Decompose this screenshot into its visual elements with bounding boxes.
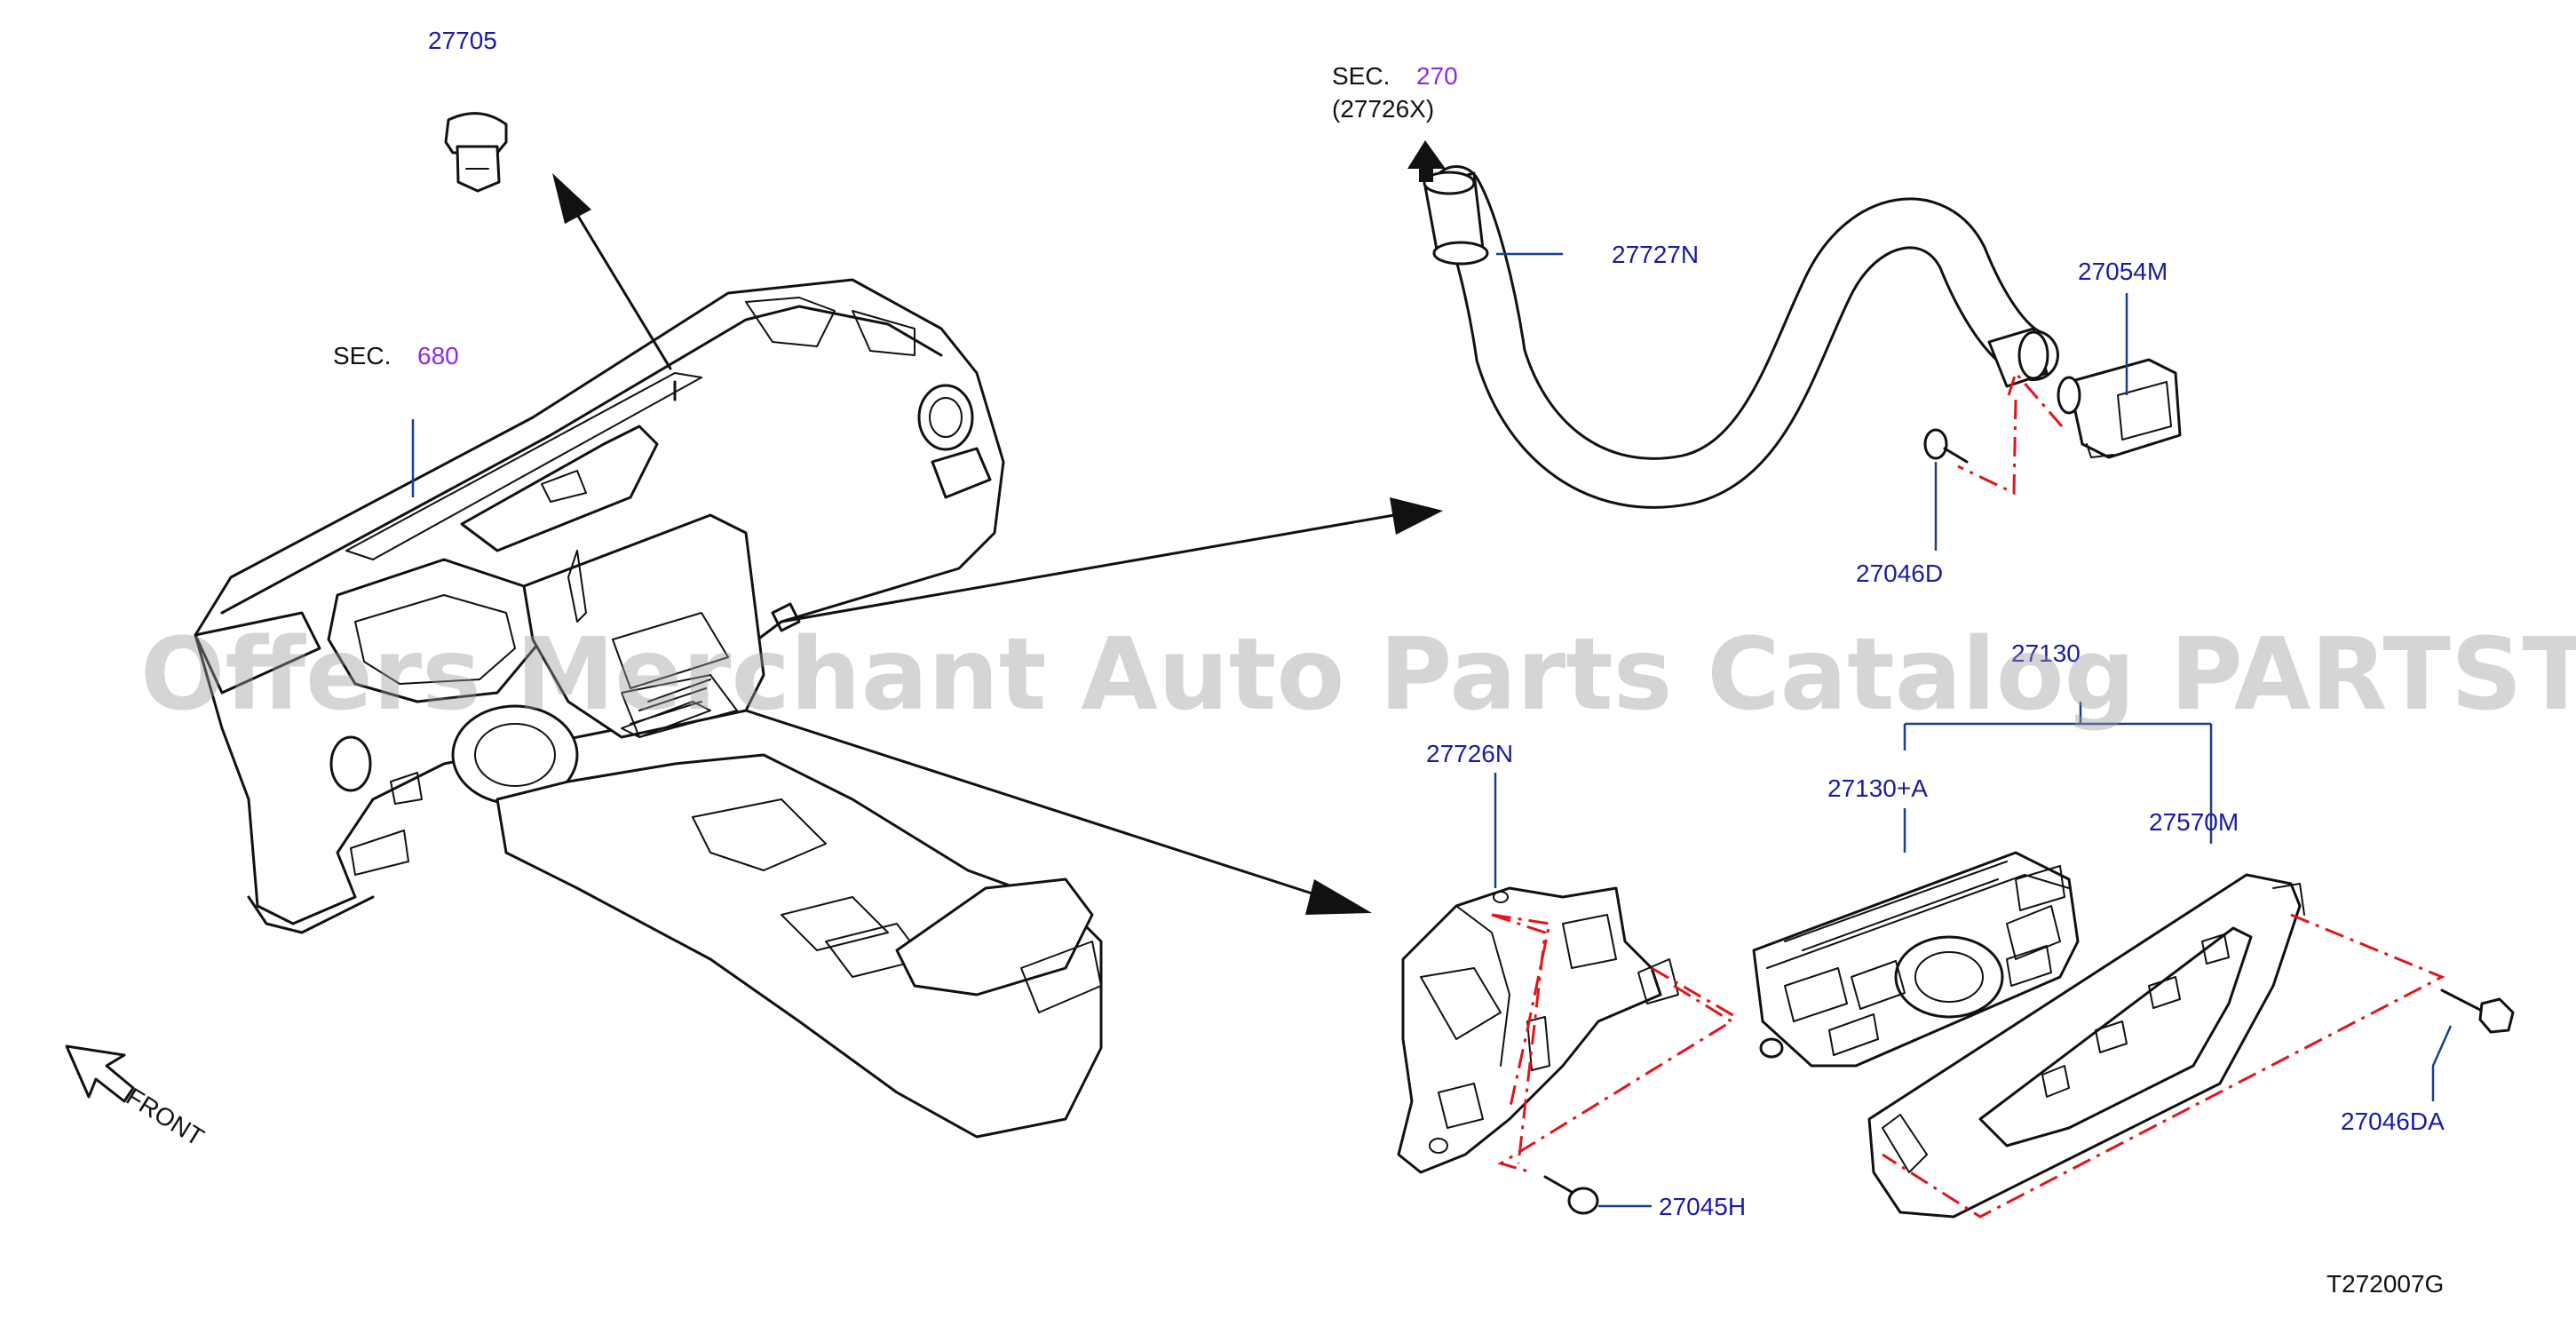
arrow-head-27726N <box>1305 879 1372 915</box>
sec-270-arrow <box>1407 140 1446 182</box>
label-27046DA[interactable]: 27046DA <box>2341 1108 2445 1135</box>
front-label: FRONT <box>122 1083 209 1151</box>
part-27727N-hose <box>1407 140 2059 509</box>
part-27130A-control-unit <box>1752 851 2080 1068</box>
part-27705-clip <box>444 112 508 193</box>
watermark-text: Offers Merchant Auto Parts Catalog PARTS… <box>140 617 2576 733</box>
part-27046DA-screw <box>2440 988 2515 1034</box>
label-27570M[interactable]: 27570M <box>2149 808 2239 836</box>
arrow-head-27727N <box>1390 497 1443 535</box>
label-27705[interactable]: 27705 <box>428 27 497 54</box>
part-27726N-bracket <box>1397 886 1679 1174</box>
diagram-code: T272007G <box>2326 1270 2444 1298</box>
sec-270-number[interactable]: 270 <box>1416 62 1458 90</box>
sec-680-number[interactable]: 680 <box>417 342 459 369</box>
front-arrow: FRONT <box>65 1044 209 1151</box>
sec-270-ref: (27726X) <box>1332 95 1434 123</box>
label-27130A[interactable]: 27130+A <box>1827 774 1928 802</box>
label-27054M[interactable]: 27054M <box>2078 258 2168 285</box>
part-27046D-screw <box>1923 428 1969 464</box>
label-27130[interactable]: 27130 <box>2011 639 2081 667</box>
label-27045H[interactable]: 27045H <box>1659 1193 1746 1220</box>
arrow-head-27705 <box>552 173 591 224</box>
leader-lines <box>411 252 2453 1208</box>
label-27046D[interactable]: 27046D <box>1856 560 1943 587</box>
part-27054M-aspirator <box>2057 358 2182 459</box>
sec-270-prefix: SEC. <box>1332 62 1390 90</box>
labels: 27705 SEC. 680 SEC. 270 (27726X) 27727N … <box>333 27 2445 1298</box>
dashboard-pointer-arrows <box>552 173 1443 915</box>
part-27045H-screw <box>1543 1175 1599 1215</box>
installation-dash-lines <box>1491 370 2445 1219</box>
label-27726N[interactable]: 27726N <box>1426 740 1513 767</box>
part-27570M-finisher <box>1867 873 2305 1219</box>
sec-680-prefix: SEC. <box>333 342 391 369</box>
label-27727N[interactable]: 27727N <box>1612 241 1699 268</box>
dashboard-assembly <box>194 278 1103 1139</box>
